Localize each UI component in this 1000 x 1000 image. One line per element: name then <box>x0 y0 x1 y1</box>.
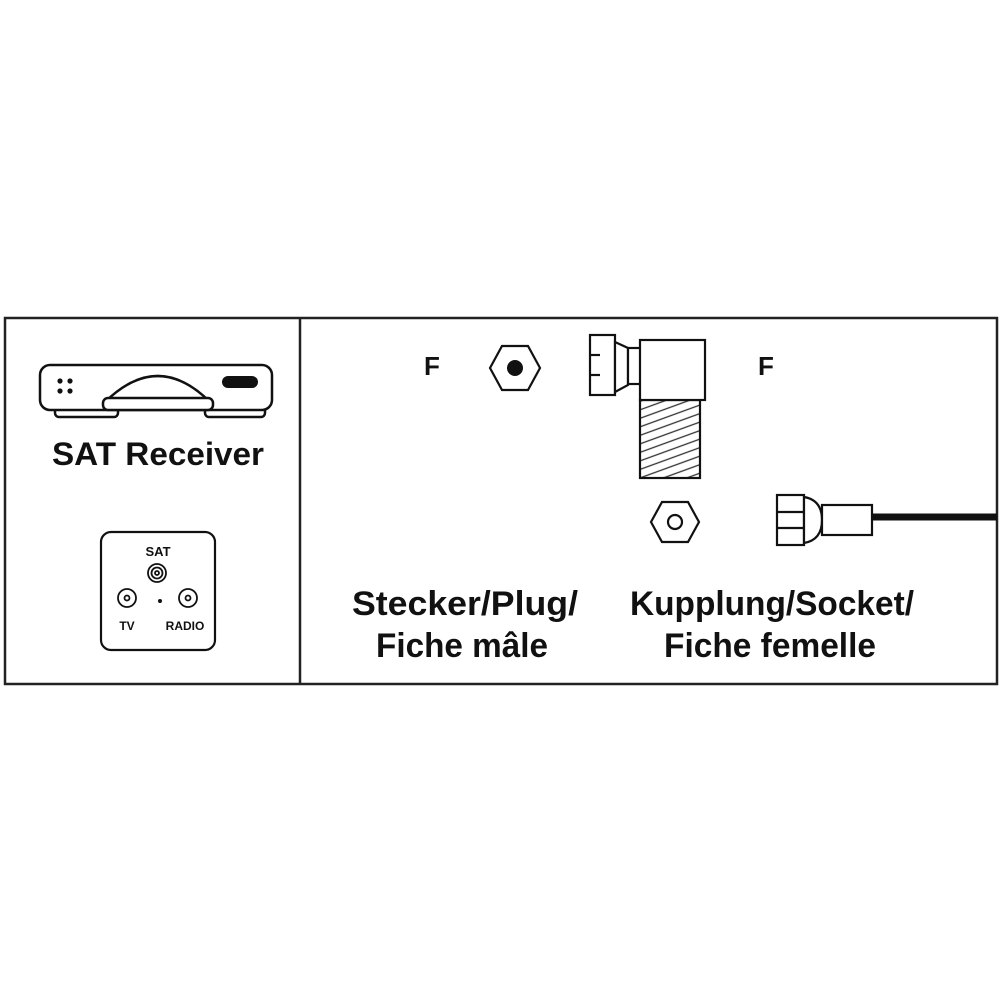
radio-socket-label: RADIO <box>166 619 205 633</box>
plug-type-label: F <box>424 351 440 381</box>
sat-receiver-icon <box>38 363 274 419</box>
socket-type-label: F <box>758 351 774 381</box>
radio-socket-icon <box>178 588 198 608</box>
tv-socket-label: TV <box>119 619 134 633</box>
wall-socket-plate: SAT TV RADIO <box>99 530 217 652</box>
center-dot <box>158 599 162 603</box>
socket-caption-line2: Fiche femelle <box>664 627 876 665</box>
angled-f-connector-icon <box>588 333 707 480</box>
sat-socket-icon <box>147 563 167 583</box>
diagram-frame <box>3 316 999 686</box>
tv-socket-icon <box>117 588 137 608</box>
plug-hex-nut-icon <box>488 344 542 392</box>
socket-caption-line1: Kupplung/Socket/ <box>630 585 915 623</box>
f-socket-cable-icon <box>775 493 997 547</box>
sat-receiver-label: SAT Receiver <box>52 436 264 472</box>
plug-caption-line2: Fiche mâle <box>376 627 548 665</box>
plug-caption-line1: Stecker/Plug/ <box>352 585 579 623</box>
sat-socket-label: SAT <box>145 544 170 559</box>
socket-hex-nut-icon <box>649 500 701 544</box>
